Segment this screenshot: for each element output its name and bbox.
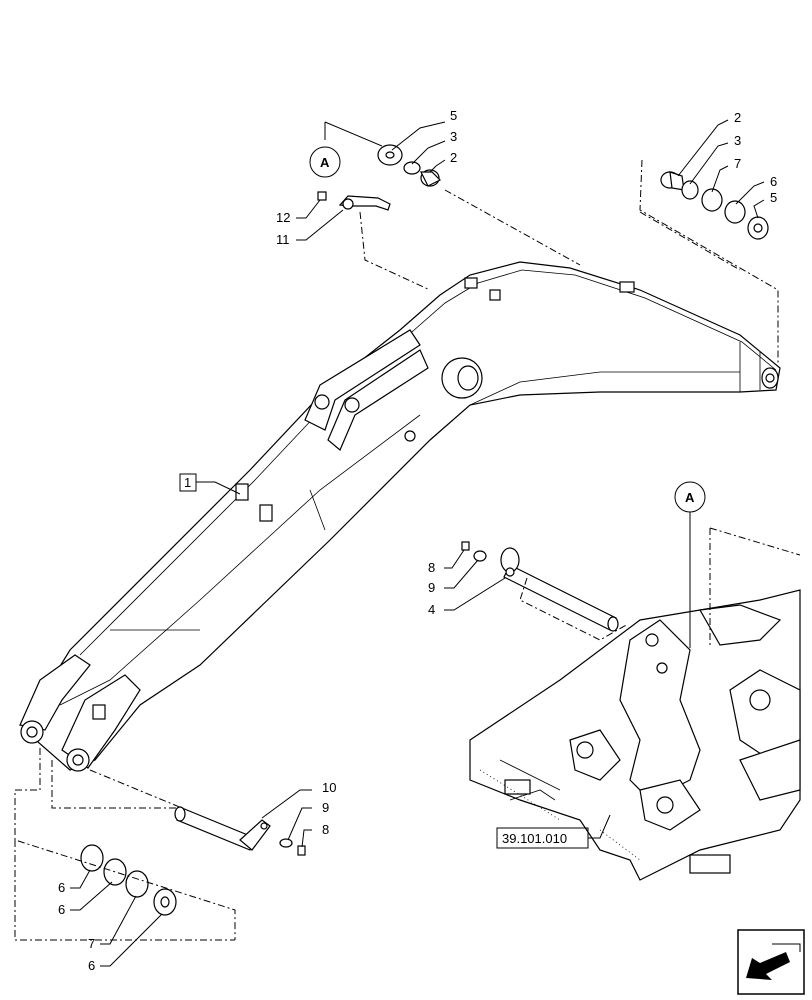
reference-a-label: A [685,490,695,505]
upper-frame [469,589,801,881]
lower-washers [80,844,177,916]
callout-6: 6 [88,958,95,973]
center-lines [14,159,801,941]
callout-4: 4 [428,602,435,617]
callout-5: 5 [450,108,457,123]
item-1-label-box: 1 [179,473,197,492]
callout-6: 6 [58,902,65,917]
callout-5: 5 [770,190,777,205]
right-pin-washers [660,171,769,240]
callout-2: 2 [450,150,457,165]
callout-12: 12 [276,210,290,225]
reference-a-label: A [320,155,330,170]
callout-11: 11 [276,232,290,247]
arrow-navigation-icon[interactable] [737,929,805,995]
upper-bushing-group [317,144,442,211]
callout-2: 2 [734,110,741,125]
reference-box-label: 39.101.010 [502,831,567,846]
callout-3: 3 [734,133,741,148]
callout-10: 10 [322,780,336,795]
callout-labels: 5 3 2 12 11 2 3 7 6 5 8 9 4 10 9 8 6 6 7… [58,108,777,973]
callout-3: 3 [450,129,457,144]
callout-1: 1 [184,475,191,490]
callout-8: 8 [322,822,329,837]
lower-pin-group [174,806,306,856]
boom-assembly [19,261,781,772]
callout-7: 7 [734,156,741,171]
leader-lines [70,119,765,967]
reference-circle-a-mid: A [674,481,706,513]
callout-9: 9 [428,580,435,595]
callout-9: 9 [322,800,329,815]
reference-circle-a-top: A [309,146,341,178]
main-pin-group [461,541,619,632]
callout-6: 6 [58,880,65,895]
callout-6: 6 [770,174,777,189]
callout-8: 8 [428,560,435,575]
callout-7: 7 [88,936,95,951]
reference-box[interactable]: 39.101.010 [496,827,589,849]
